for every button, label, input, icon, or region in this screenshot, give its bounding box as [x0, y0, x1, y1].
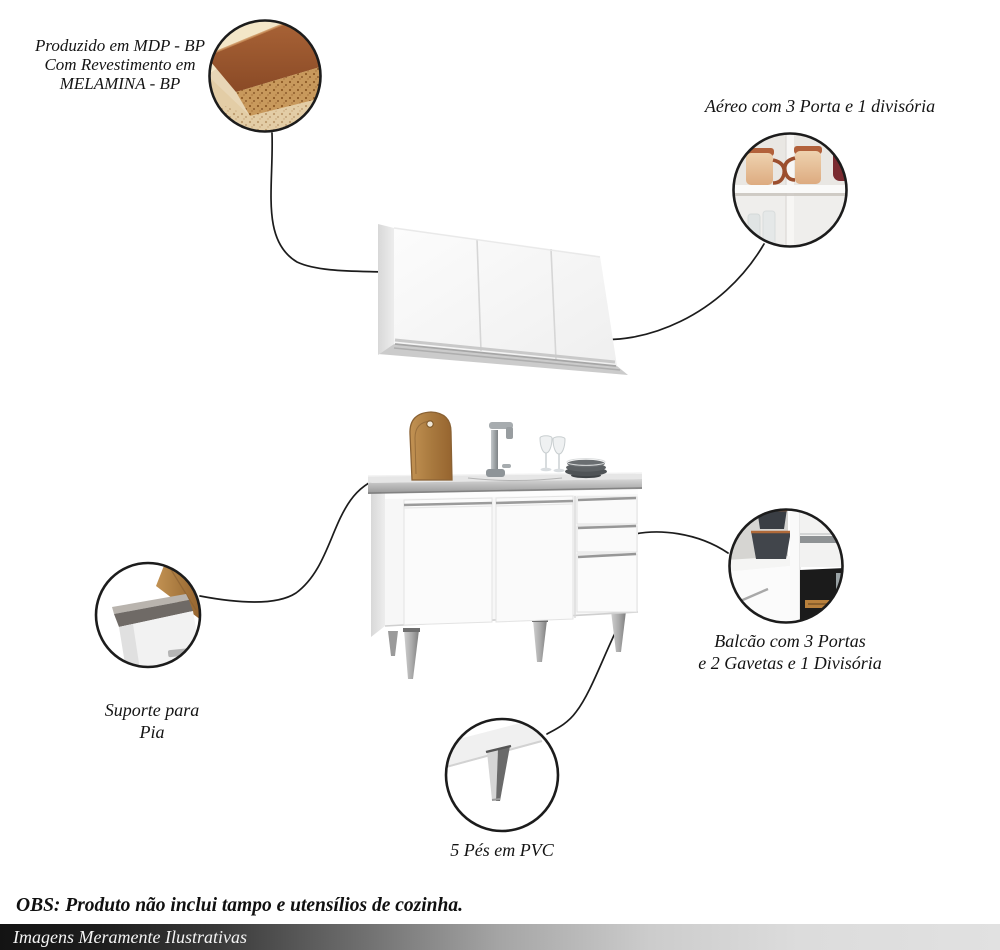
- footer-disclaimer: Imagens Meramente Ilustrativas: [13, 927, 247, 947]
- annotation-aereo-label: Aéreo com 3 Porta e 1 divisória: [704, 96, 936, 116]
- obs-note: OBS: Produto não inclui tampo e utensíli…: [16, 895, 463, 916]
- annotation-balcao-line1: Balcão com 3 Portas: [714, 631, 866, 651]
- annotation-suporte-line2: Pia: [139, 722, 165, 742]
- cabinet-doors: [403, 495, 574, 626]
- annotation-pes-label: 5 Pés em PVC: [450, 840, 554, 860]
- annotation-aereo: Aéreo com 3 Porta e 1 divisória: [640, 96, 1000, 117]
- footer-bar: Imagens Meramente Ilustrativas: [0, 924, 1000, 950]
- aereo-interior-photo: [732, 132, 848, 248]
- annotation-suporte-line1: Suporte para: [104, 700, 200, 720]
- annotation-material-line3: MELAMINA - BP: [59, 74, 181, 93]
- faucet: [486, 422, 513, 477]
- annotation-material-line2: Com Revestimento em: [44, 55, 196, 74]
- wall-cabinet-illustration: [378, 224, 628, 375]
- annotation-balcao-line2: e 2 Gavetas e 1 Divisória: [698, 653, 882, 673]
- pvc-foot-photo: [444, 717, 560, 833]
- plate-stack: [565, 458, 607, 479]
- sink-cabinet-illustration: [367, 411, 643, 679]
- cutting-board: [409, 411, 453, 481]
- annotation-balcao: Balcão com 3 Portas e 2 Gavetas e 1 Divi…: [650, 630, 930, 674]
- balcao-interior-photo: [728, 508, 844, 624]
- sink-support-photo: [94, 561, 202, 669]
- annotation-pes: 5 Pés em PVC: [402, 840, 602, 861]
- cabinet-drawers: [574, 496, 638, 618]
- mdp-material-photo: [208, 19, 322, 133]
- annotation-material-line1: Produzido em MDP - BP: [35, 36, 205, 55]
- annotation-suporte: Suporte para Pia: [62, 699, 242, 743]
- annotation-material: Produzido em MDP - BP Com Revestimento e…: [10, 36, 230, 93]
- wine-glasses: [539, 435, 566, 473]
